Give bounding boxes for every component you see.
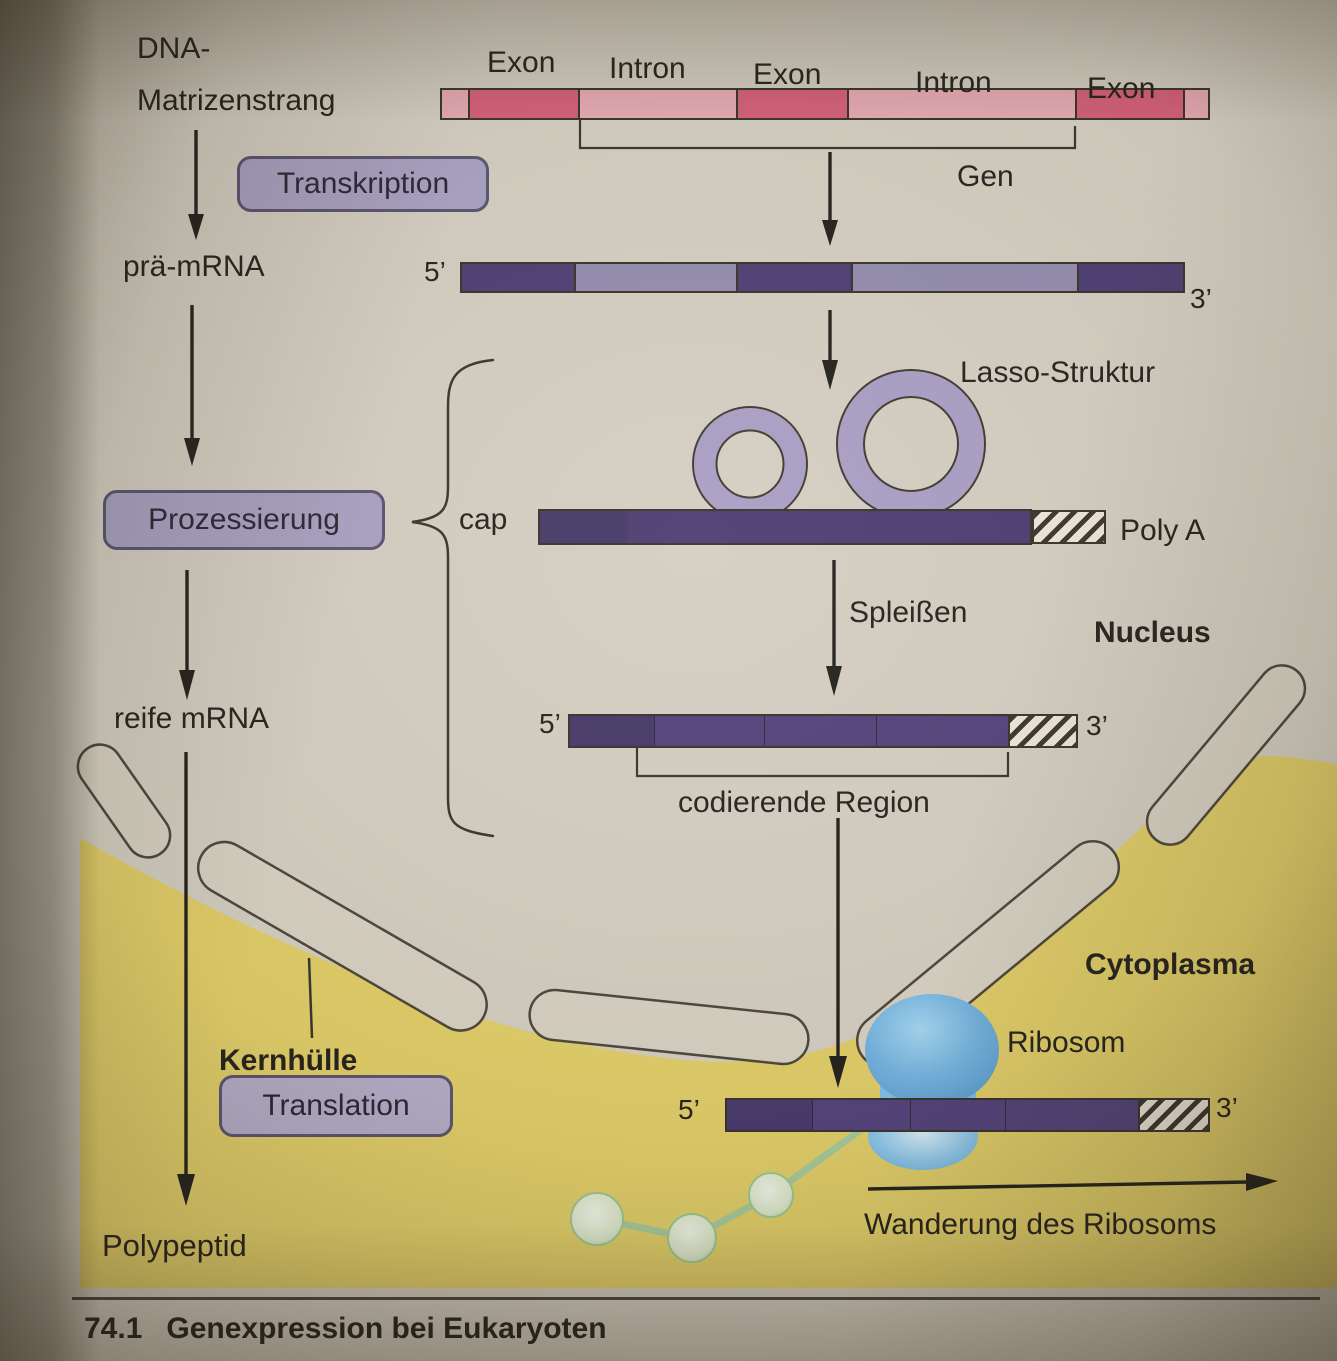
mature-mrna-five-prime: 5’ <box>539 708 561 739</box>
dna-intron-segment <box>847 90 1075 118</box>
translation-step-box: Translation <box>219 1075 453 1137</box>
poly-a-label: Poly A <box>1120 514 1206 547</box>
ribosome-migration-label: Wanderung des Ribosoms <box>864 1208 1217 1241</box>
dna-end-cap <box>442 90 468 118</box>
rna-exon-segment <box>736 264 851 291</box>
mrna-exon-segment <box>812 1100 910 1130</box>
rna-exon-segment <box>462 264 574 291</box>
envelope-capsule <box>528 988 810 1066</box>
pre-mrna-label: prä-mRNA <box>123 250 265 283</box>
figure-caption-number: 74.1 <box>84 1312 143 1345</box>
dna-exon-segment <box>468 90 578 118</box>
poly-a-tail-hatched <box>1032 510 1106 544</box>
dna-exon-label-1: Exon <box>487 46 556 79</box>
polypeptide-bead <box>748 1172 794 1218</box>
coding-region-bracket <box>635 748 1010 778</box>
processing-step-box: Prozessierung <box>103 490 385 550</box>
dna-exon-label-2: Exon <box>753 58 822 91</box>
cytoplasm-label: Cytoplasma <box>1085 948 1256 981</box>
mrna-cap-segment <box>570 716 654 746</box>
poly-a-tail-hatched <box>1138 1100 1208 1130</box>
poly-a-tail-hatched <box>1008 716 1076 746</box>
mature-mrna-three-prime: 3’ <box>1086 710 1108 741</box>
pre-mrna-bar <box>460 262 1185 293</box>
cytoplasm-mrna-bar <box>725 1098 1210 1132</box>
polypeptide-label: Polypeptid <box>102 1228 247 1263</box>
lasso-structure-label: Lasso-Struktur <box>960 356 1156 389</box>
rna-intron-segment <box>574 264 736 291</box>
processing-brace <box>411 358 495 838</box>
polypeptide-bead <box>667 1213 717 1263</box>
rna-exon-segment <box>1077 264 1183 291</box>
gene-label: Gen <box>957 160 1014 193</box>
figure-caption: 74.1 Genexpression bei Eukaryoten <box>84 1312 607 1347</box>
cyto-mrna-three-prime: 3’ <box>1216 1092 1238 1123</box>
nuclear-envelope-label: Kernhülle <box>219 1044 358 1077</box>
dna-template-label-line1: DNA- <box>137 32 211 65</box>
cap-label: cap <box>459 503 508 536</box>
nucleus-label: Nucleus <box>1094 616 1211 649</box>
dna-template-label-line2: Matrizenstrang <box>137 84 336 117</box>
envelope-pointer-line <box>307 957 314 1039</box>
mrna-cap-segment <box>540 511 628 543</box>
flow-arrows <box>177 130 1278 1206</box>
mature-mrna-bar <box>568 714 1078 748</box>
dna-bar <box>440 88 1210 120</box>
caption-divider-rule <box>72 1297 1320 1300</box>
mrna-cap-segment <box>727 1100 812 1130</box>
dna-intron-label-2: Intron <box>915 66 992 99</box>
mature-mrna-label: reife mRNA <box>114 702 270 735</box>
envelope-capsule <box>196 840 488 1032</box>
mrna-exon-segment <box>764 716 876 746</box>
mrna-exon-segment <box>654 716 764 746</box>
cyto-mrna-five-prime: 5’ <box>678 1094 700 1125</box>
ribosome-label: Ribosom <box>1007 1026 1126 1059</box>
transcription-step-label: Transkription <box>276 167 450 200</box>
coding-region-label: codierende Region <box>678 786 930 819</box>
polypeptide-bead <box>570 1192 624 1246</box>
envelope-capsule <box>1145 664 1307 846</box>
cytoplasm-region <box>80 756 1337 1288</box>
lasso-loops <box>692 369 986 522</box>
rna-intron-segment <box>851 264 1077 291</box>
translation-step-label: Translation <box>262 1089 410 1122</box>
mrna-exon-segment <box>910 1100 1005 1130</box>
dna-exon-label-3: Exon <box>1087 72 1156 105</box>
dna-intron-label-1: Intron <box>609 52 686 85</box>
polypeptide-chain <box>570 1122 870 1263</box>
figure-caption-title: Genexpression bei Eukaryoten <box>166 1312 607 1345</box>
dna-intron-segment <box>578 90 736 118</box>
mrna-exon-segment <box>876 716 1008 746</box>
pre-mrna-three-prime: 3’ <box>1190 283 1212 314</box>
mrna-body-segment <box>628 511 1030 543</box>
pre-mrna-five-prime: 5’ <box>424 256 446 287</box>
envelope-capsule <box>76 743 172 859</box>
lasso-mrna-bar <box>538 509 1032 545</box>
splicing-label: Spleißen <box>849 596 968 629</box>
gene-bracket <box>578 120 1077 150</box>
dna-end-cap <box>1183 90 1208 118</box>
processing-step-label: Prozessierung <box>148 503 340 536</box>
transcription-step-box: Transkription <box>237 156 489 212</box>
dna-exon-segment <box>1075 90 1183 118</box>
dna-exon-segment <box>736 90 847 118</box>
mrna-exon-segment <box>1005 1100 1138 1130</box>
